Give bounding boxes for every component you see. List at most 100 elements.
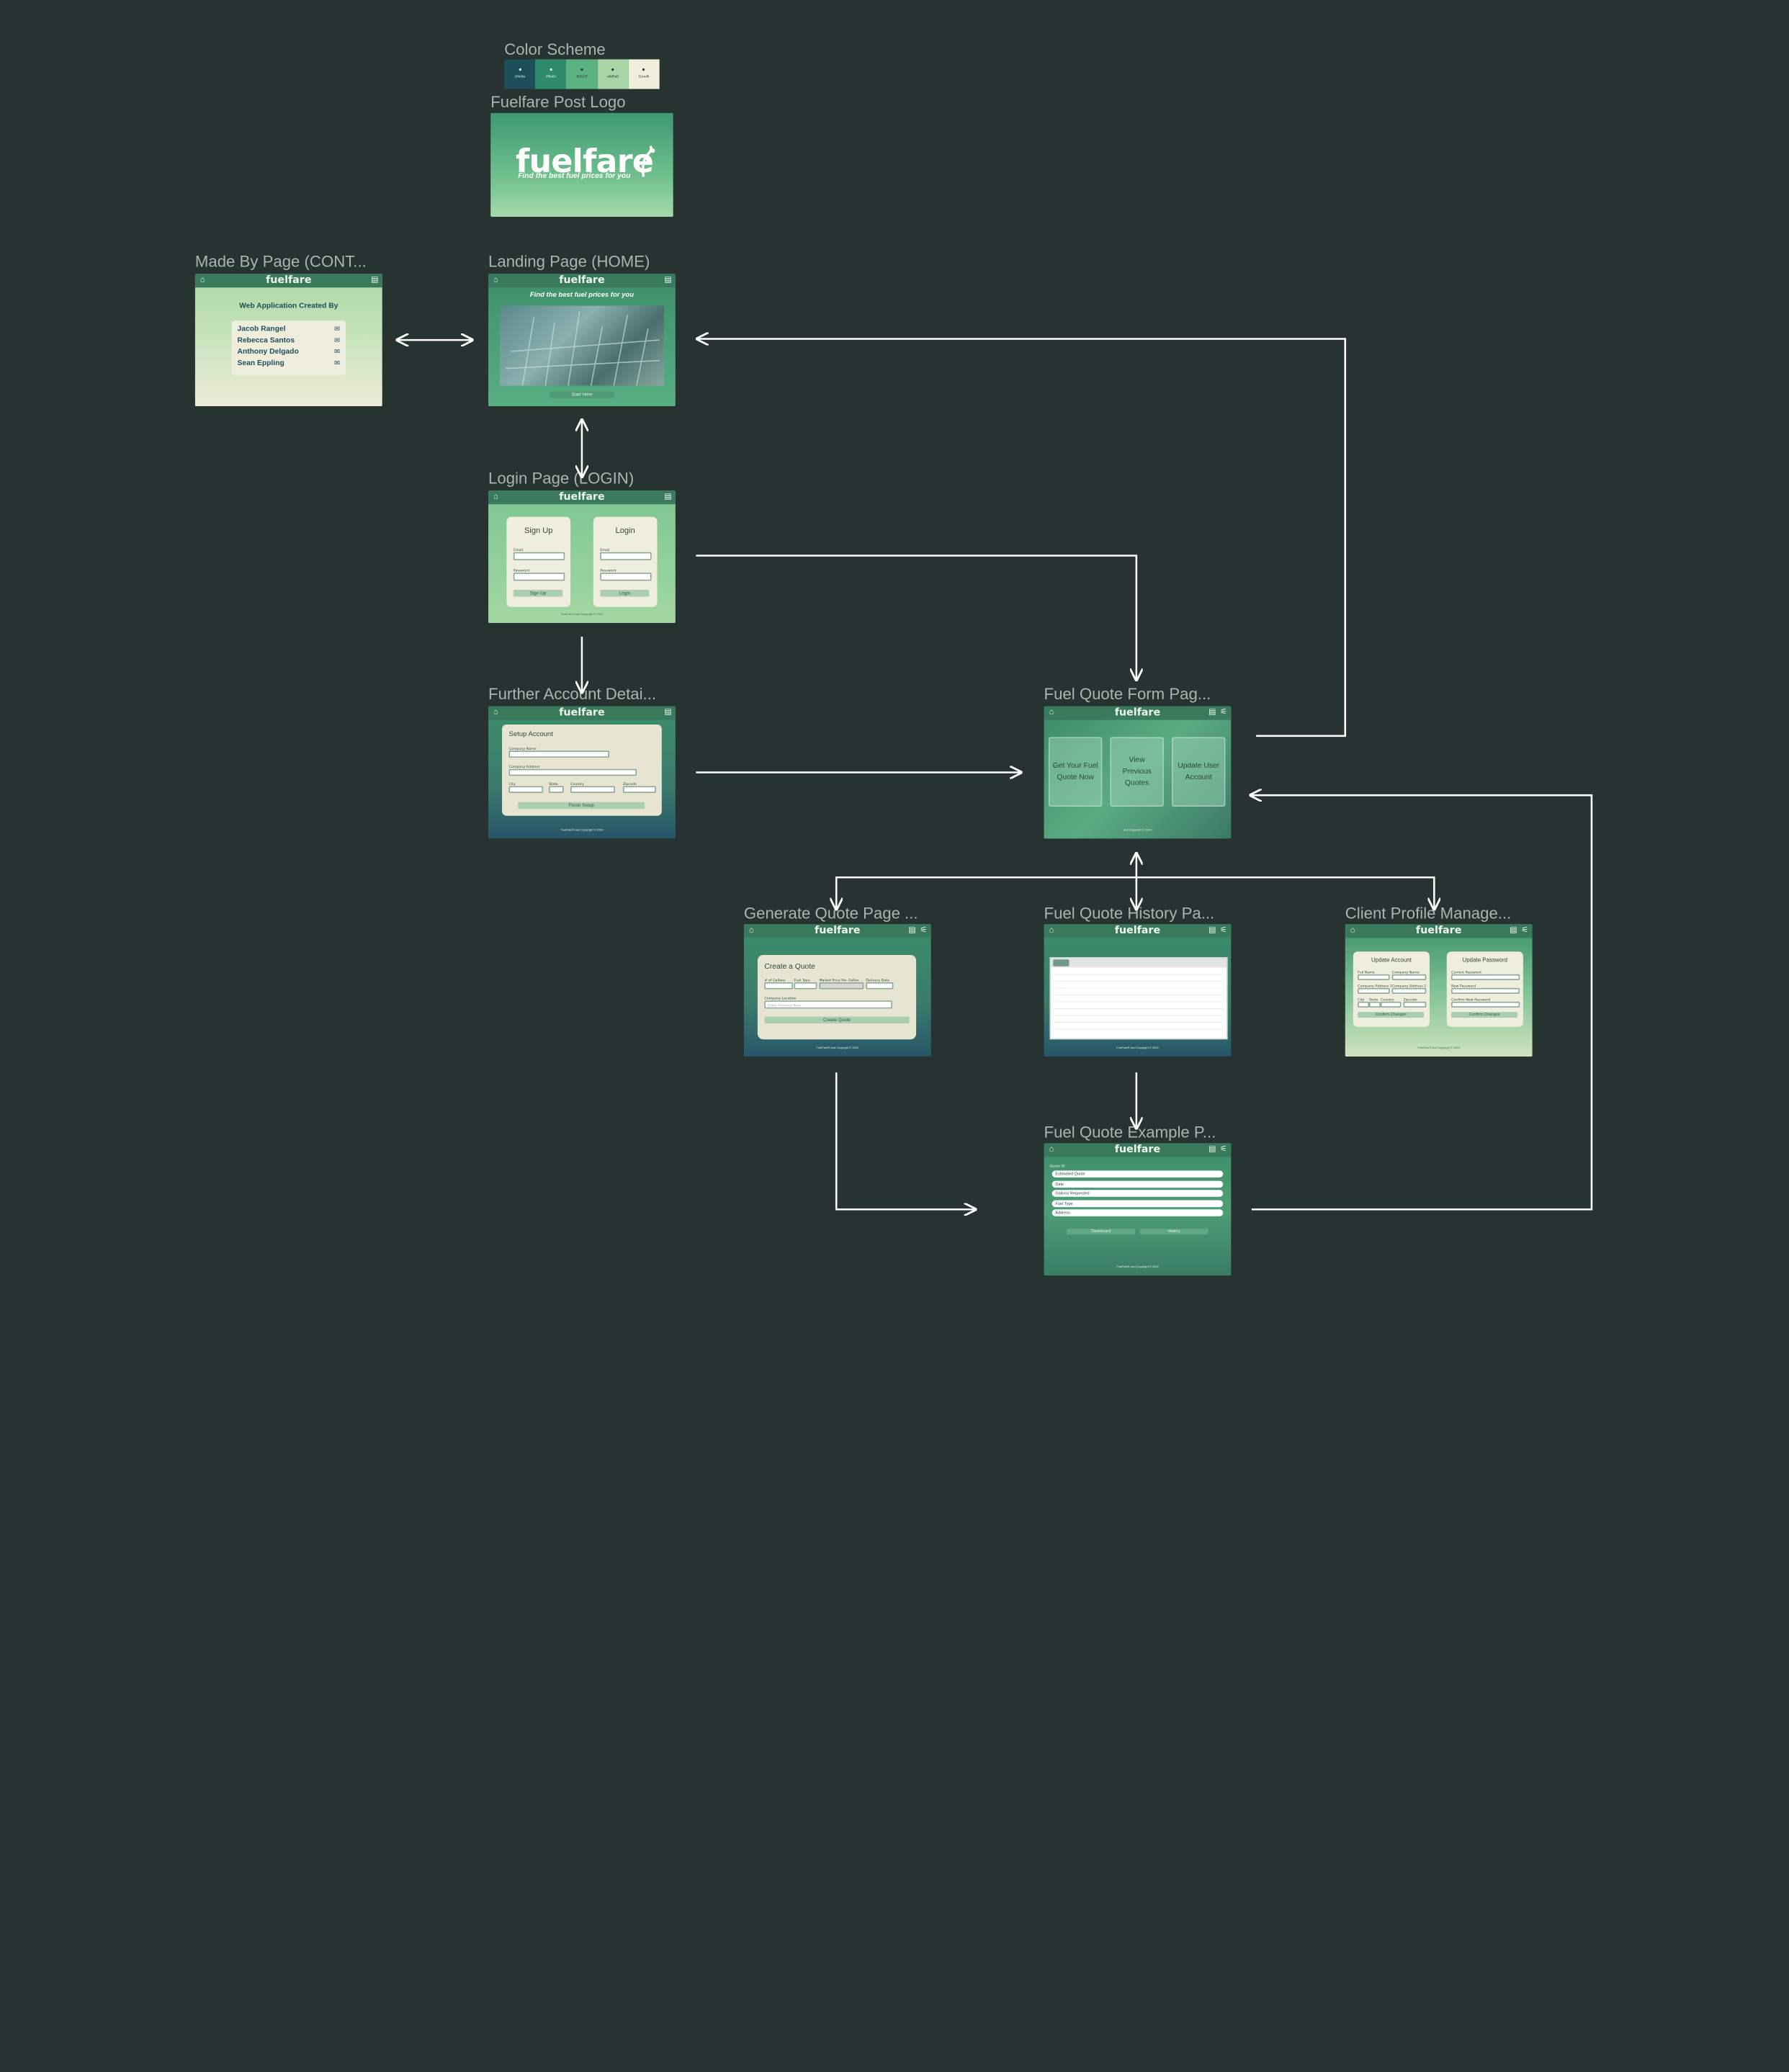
login-heading: Login [615, 526, 635, 535]
refinery-image [499, 305, 664, 386]
quote-nav-card[interactable]: View Previous Quotes [1110, 737, 1164, 807]
swatch-code: 1f4e5a [514, 73, 526, 79]
address2-field[interactable] [1391, 987, 1427, 994]
home-icon[interactable]: ⌂ [493, 276, 498, 284]
signup-button[interactable]: Sign Up [513, 590, 563, 597]
document-icon[interactable]: ▤ [371, 276, 379, 284]
document-icon[interactable]: ▤ [1208, 708, 1216, 717]
settings-sliders-icon[interactable]: ⚟ [1220, 926, 1228, 935]
home-icon[interactable]: ⌂ [493, 708, 498, 717]
arrow-form-branches [836, 876, 1434, 909]
state-label: State [548, 781, 558, 786]
brand-label: fuelfare [1415, 925, 1462, 937]
email-label: Email [513, 547, 524, 552]
quote-nav-card[interactable]: Get Your Fuel Quote Now [1048, 737, 1103, 807]
address1-label: Company Address 1 [1358, 983, 1392, 988]
zipcode-field[interactable] [622, 786, 656, 794]
create-quote-heading: Create a Quote [764, 963, 815, 972]
home-icon[interactable]: ⌂ [1049, 926, 1054, 935]
mail-icon[interactable]: ✉ [334, 349, 341, 356]
dashboard-button[interactable]: Dashboard [1067, 1229, 1136, 1235]
home-icon[interactable]: ⌂ [1049, 1145, 1054, 1154]
market-price-label: Market Price Per Gallon [819, 977, 859, 982]
signup-password-field[interactable] [513, 573, 565, 581]
location-placeholder: Enter Address Here [768, 1003, 802, 1008]
mail-icon[interactable]: ✉ [334, 326, 341, 333]
quote-detail-row: Gallons Requested [1052, 1190, 1224, 1198]
login-button[interactable]: Login [600, 590, 650, 597]
state-field[interactable] [548, 786, 564, 794]
zipcode-field[interactable] [1403, 1001, 1427, 1008]
person-row: Sean Eppling ✉ [238, 359, 341, 369]
mail-icon[interactable]: ✉ [334, 360, 341, 368]
setup-account-card: Setup Account Company Name Company Addre… [502, 724, 662, 816]
document-icon[interactable]: ▤ [664, 493, 672, 501]
home-icon[interactable]: ⌂ [1049, 708, 1054, 717]
company-name-field[interactable] [508, 750, 609, 758]
country-field[interactable] [1380, 1001, 1402, 1008]
settings-sliders-icon[interactable]: ⚟ [1220, 708, 1228, 717]
company-address-field[interactable] [508, 768, 637, 776]
update-password-heading: Update Password [1462, 957, 1508, 964]
quote-nav-card[interactable]: Update User Account [1171, 737, 1226, 807]
delivery-date-field[interactable] [866, 982, 894, 990]
company-name-field[interactable] [1391, 974, 1427, 980]
brand-label: fuelfare [266, 274, 312, 287]
confirm-account-button[interactable]: Confirm Changes [1358, 1012, 1425, 1018]
person-row: Rebecca Santos✉ [238, 336, 341, 346]
gallons-field[interactable] [764, 982, 794, 990]
state-field[interactable] [1369, 1001, 1381, 1008]
login-footer: FuelFare® and Copyright © 2024 [560, 612, 604, 616]
login-header: ⌂ fuelfare ▤ [488, 490, 676, 505]
brand-label: fuelfare [815, 925, 861, 937]
document-icon[interactable]: ▤ [1510, 926, 1517, 935]
landing-tagline: Find the best fuel prices for you [529, 292, 635, 300]
login-password-field[interactable] [600, 573, 652, 581]
document-icon[interactable]: ▤ [1208, 1145, 1216, 1154]
document-icon[interactable]: ▤ [1208, 926, 1216, 935]
city-field[interactable] [1358, 1001, 1370, 1008]
settings-sliders-icon[interactable]: ⚟ [1220, 1145, 1228, 1154]
settings-sliders-icon[interactable]: ⚟ [1521, 926, 1529, 935]
history-table [1049, 957, 1228, 1040]
table-filter-button[interactable] [1053, 959, 1070, 967]
logo-tagline: Find the best fuel prices for you [518, 172, 631, 181]
document-icon[interactable]: ▤ [908, 926, 916, 935]
signup-email-field[interactable] [513, 552, 565, 560]
full-name-field[interactable] [1358, 974, 1390, 980]
document-icon[interactable]: ▤ [664, 276, 672, 284]
update-account-heading: Update Account [1371, 957, 1412, 964]
quote-id-label: Quote ID [1049, 1163, 1065, 1169]
further-account-title: Further Account Detai... [488, 684, 657, 703]
start-here-button[interactable]: Start Here [550, 391, 614, 398]
login-email-field[interactable] [600, 552, 652, 560]
confirm-password-field[interactable] [1451, 1001, 1520, 1008]
new-password-field[interactable] [1451, 987, 1520, 994]
generate-quote-frame: ⌂ fuelfare ▤ ⚟ Create a Quote # of Gallo… [743, 924, 931, 1057]
settings-sliders-icon[interactable]: ⚟ [920, 926, 928, 935]
color-swatch: 2f8a6c [535, 59, 567, 89]
city-field[interactable] [508, 786, 544, 794]
company-location-field[interactable]: Enter Address Here [764, 1000, 892, 1009]
company-address-label: Company Address [508, 764, 540, 769]
confirm-password-button[interactable]: Confirm Changes [1451, 1012, 1517, 1018]
home-icon[interactable]: ⌂ [1350, 926, 1355, 935]
fuel-type-select[interactable] [794, 982, 817, 990]
landing-frame: ⌂ fuelfare ▤ Find the best fuel prices f… [488, 274, 676, 406]
person-name: Sean Eppling [237, 359, 284, 368]
signup-card: Sign Up Email Password Sign Up [506, 516, 571, 607]
address1-field[interactable] [1358, 987, 1390, 994]
home-icon[interactable]: ⌂ [748, 926, 754, 935]
create-quote-button[interactable]: Create Quote [764, 1016, 910, 1024]
country-field[interactable] [570, 786, 615, 794]
current-password-field[interactable] [1451, 974, 1520, 980]
document-icon[interactable]: ▤ [664, 708, 672, 717]
home-icon[interactable]: ⌂ [199, 276, 205, 284]
finish-setup-button[interactable]: Finish Setup [518, 802, 645, 809]
home-icon[interactable]: ⌂ [493, 493, 498, 501]
history-button[interactable]: History [1139, 1229, 1209, 1235]
mail-icon[interactable]: ✉ [334, 337, 341, 345]
